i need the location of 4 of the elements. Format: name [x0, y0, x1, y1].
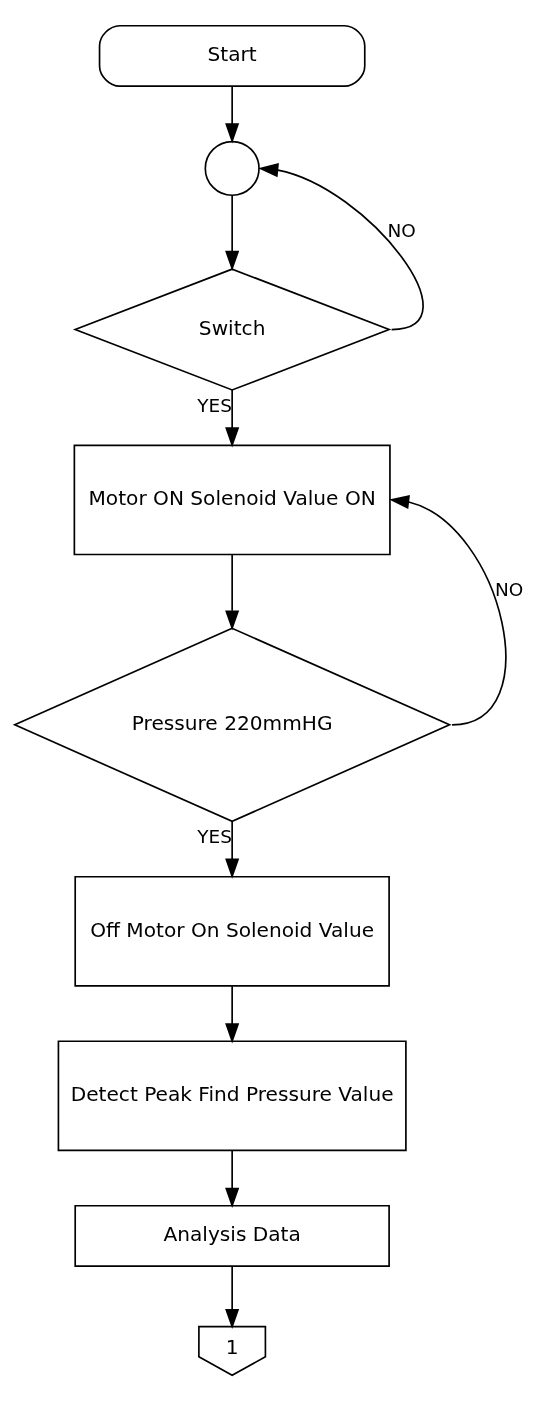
edge-label: YES [197, 826, 232, 848]
edge-label: YES [197, 394, 232, 416]
edge-label: NO [494, 579, 524, 601]
edge-label: NO [387, 219, 416, 241]
